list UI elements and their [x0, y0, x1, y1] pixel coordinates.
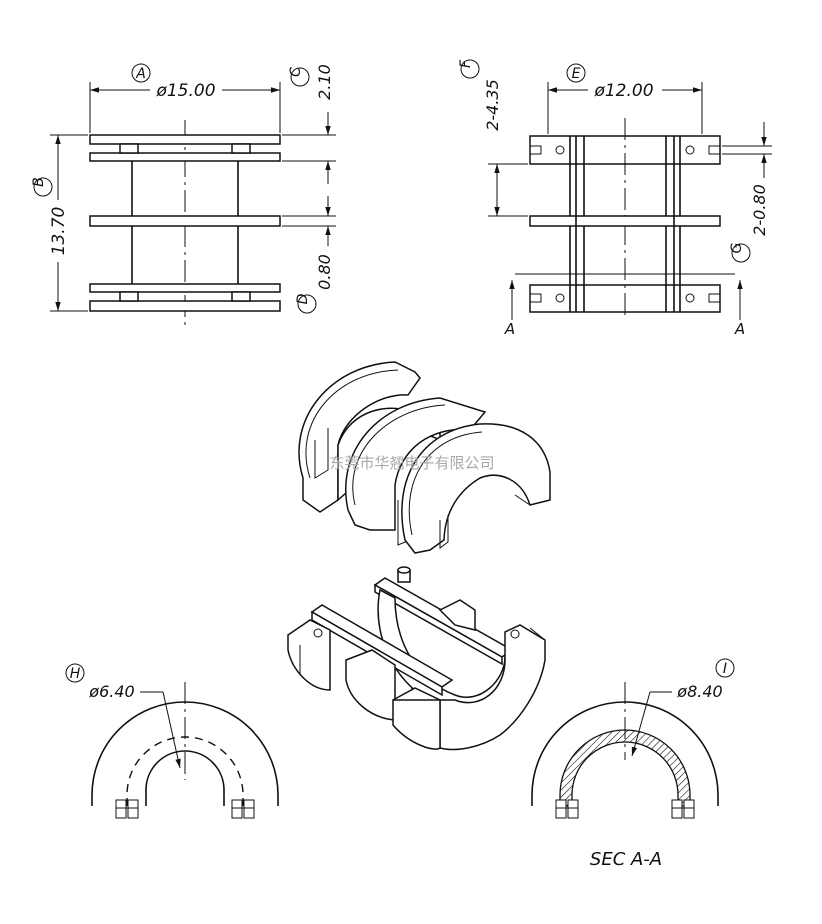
front-view: A ø15.00 B 13.70 C 2.10 D 0.80	[31, 63, 336, 328]
dim-d-value: 0.80	[315, 254, 334, 290]
dim-g-letter: G	[729, 242, 745, 253]
section-view-i: I ø8.40 SEC A-A	[531, 658, 735, 870]
dim-a-letter: A	[135, 66, 146, 82]
dim-c-letter: C	[288, 67, 304, 77]
section-mark-right: A	[734, 320, 745, 338]
section-mark-left: A	[504, 320, 515, 338]
dim-d-letter: D	[295, 293, 311, 304]
dim-g-value: 2-0.80	[750, 184, 769, 236]
dim-i-letter: I	[723, 661, 727, 677]
dim-c-value: 2.10	[315, 64, 334, 100]
isometric-lower-half	[287, 566, 546, 751]
dim-b-letter: B	[31, 177, 47, 187]
dim-e-letter: E	[572, 66, 581, 82]
dim-a-value: ø15.00	[155, 81, 215, 101]
dim-f-value: 2-4.35	[483, 79, 502, 131]
watermark: 东莞市华翘电子有限公司	[329, 454, 494, 472]
dim-i-value: ø8.40	[676, 682, 722, 701]
isometric-upper-half	[298, 361, 551, 554]
end-view-h: H ø6.40	[65, 663, 279, 819]
dim-b-value: 13.70	[49, 207, 69, 256]
side-view: A A E ø12.00 F 2-4.35 G 2-0.80	[458, 59, 772, 338]
dim-h-letter: H	[70, 666, 81, 682]
dim-e-value: ø12.00	[593, 81, 653, 101]
dim-h-value: ø6.40	[88, 682, 134, 701]
section-caption: SEC A-A	[590, 849, 662, 870]
dim-f-letter: F	[458, 59, 474, 68]
